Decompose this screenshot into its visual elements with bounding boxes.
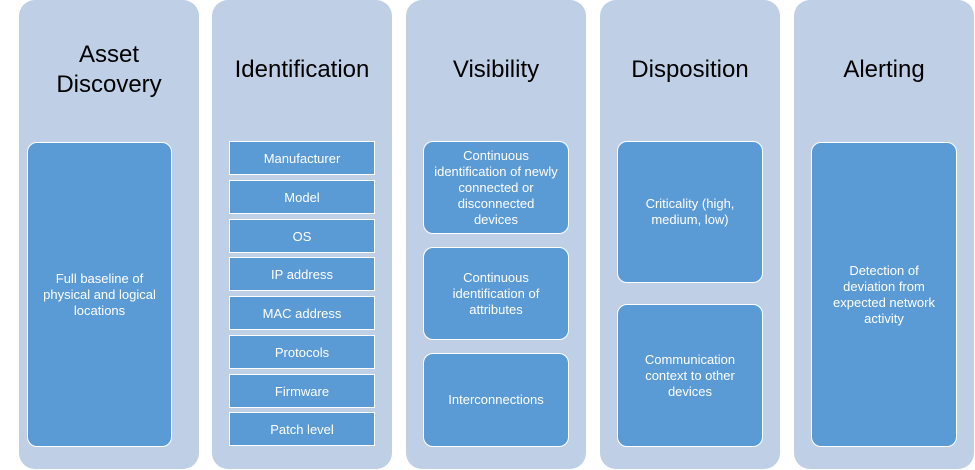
item-manufacturer: Manufacturer [229, 141, 375, 175]
item-ip-address: IP address [229, 257, 375, 291]
box-continuous-identification-attributes: Continuous identification of attributes [423, 247, 569, 340]
item-mac-address: MAC address [229, 296, 375, 330]
box-detection-of-deviation: Detection of deviation from expected net… [811, 142, 957, 447]
box-full-baseline: Full baseline of physical and logical lo… [27, 142, 172, 447]
column-identification: Identification Manufacturer Model OS IP … [212, 0, 392, 469]
box-communication-context: Communication context to other devices [617, 304, 763, 447]
column-title-alerting: Alerting [843, 56, 925, 83]
item-patch-level: Patch level [229, 412, 375, 446]
column-disposition: Disposition Criticality (high, medium, l… [600, 0, 780, 469]
box-criticality: Criticality (high, medium, low) [617, 141, 763, 283]
item-os: OS [229, 219, 375, 253]
column-visibility: Visibility Continuous identification of … [406, 0, 586, 469]
item-firmware: Firmware [229, 374, 375, 408]
column-title-visibility: Visibility [452, 56, 540, 83]
column-title-identification: Identification [234, 56, 370, 83]
box-continuous-identification-devices: Continuous identification of newly conne… [423, 141, 569, 234]
column-title-disposition: Disposition [631, 56, 749, 83]
item-model: Model [229, 180, 375, 214]
column-asset-discovery: Asset Discovery Full baseline of physica… [19, 0, 199, 469]
box-interconnections: Interconnections [423, 353, 569, 447]
item-protocols: Protocols [229, 335, 375, 369]
column-title-asset-discovery: Asset Discovery [56, 41, 162, 98]
column-alerting: Alerting Detection of deviation from exp… [794, 0, 974, 469]
